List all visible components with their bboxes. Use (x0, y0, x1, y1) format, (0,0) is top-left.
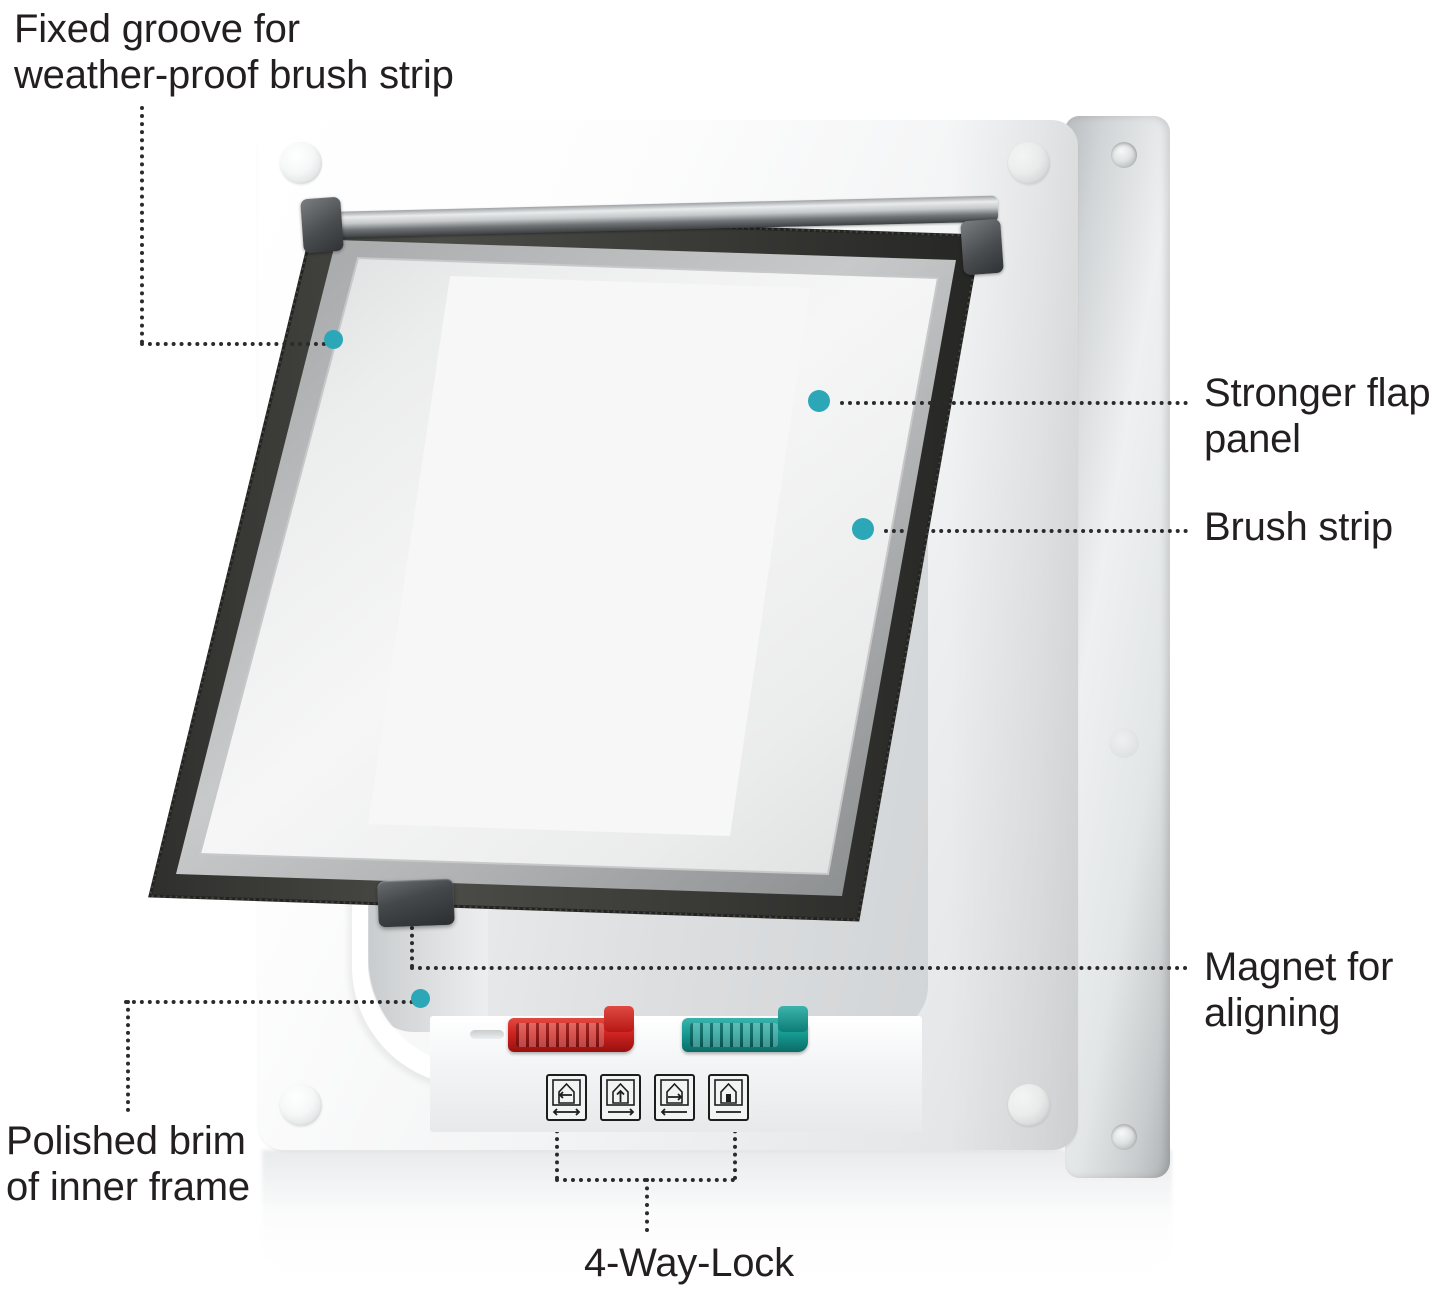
floor-reflection (262, 1150, 1172, 1270)
callout-label-fixed-groove: Fixed groove for weather-proof brush str… (14, 7, 454, 98)
callout-label-brush-strip: Brush strip (1204, 505, 1393, 549)
callout-label-magnet-for-aligning: Magnet for aligning (1204, 945, 1394, 1036)
lock-slider-teal[interactable] (682, 1006, 808, 1052)
lock-slider-red[interactable] (508, 1006, 634, 1052)
anchor-dot-fixed-groove (324, 330, 343, 349)
flap-pane-highlight (368, 276, 810, 836)
leader-magnet-vertical (410, 926, 414, 968)
anchor-dot-polished-brim (411, 989, 430, 1008)
leader-polished-brim-vertical (126, 1000, 130, 1112)
anchor-dot-stronger-flap-panel (808, 390, 830, 412)
frame-side-profile (1065, 116, 1170, 1178)
hinge-end-cap (300, 196, 344, 254)
hinge-end-cap (960, 218, 1004, 276)
lock-mode-in-and-out-icon (546, 1074, 587, 1121)
screw-cap (280, 1084, 322, 1126)
callout-label-stronger-flap-panel: Stronger flap panel (1204, 371, 1431, 462)
slider-thumb-tab (604, 1006, 634, 1032)
slider-grip-ribs (516, 1023, 604, 1047)
lock-mode-out-only-icon (654, 1074, 695, 1121)
callout-label-polished-brim: Polished brim of inner frame (6, 1119, 250, 1210)
side-screw-hole (1111, 142, 1137, 168)
flap-panel-assembly (120, 195, 1004, 956)
leader-fixed-groove-horizontal (140, 342, 334, 346)
slider-grip-ribs (690, 1023, 778, 1047)
screw-cap (280, 142, 322, 184)
flap-panel-shape (148, 212, 982, 922)
screw-cap (1008, 142, 1050, 184)
leader-polished-brim-horizontal (124, 1000, 414, 1004)
lock-mode-in-only-icon (600, 1074, 641, 1121)
anchor-dot-brush-strip (852, 518, 874, 540)
lock-mode-icon-row (546, 1074, 749, 1121)
screw-cap (1008, 1084, 1050, 1126)
leader-fixed-groove-vertical (140, 106, 144, 344)
slider-thumb-tab (778, 1006, 808, 1032)
leader-magnet-horizontal (410, 966, 1188, 970)
lock-mode-fully-locked-icon (708, 1074, 749, 1121)
leader-stronger-flap-panel (840, 401, 1188, 405)
lock-rail-slot (470, 1030, 504, 1039)
side-screw-hole (1111, 1124, 1137, 1150)
leader-brush-strip (884, 529, 1188, 533)
leader-four-way-lock-stem (645, 1178, 649, 1232)
callout-label-four-way-lock: 4-Way-Lock (584, 1241, 794, 1285)
alignment-magnet (377, 878, 455, 928)
side-dimple (1109, 728, 1139, 758)
